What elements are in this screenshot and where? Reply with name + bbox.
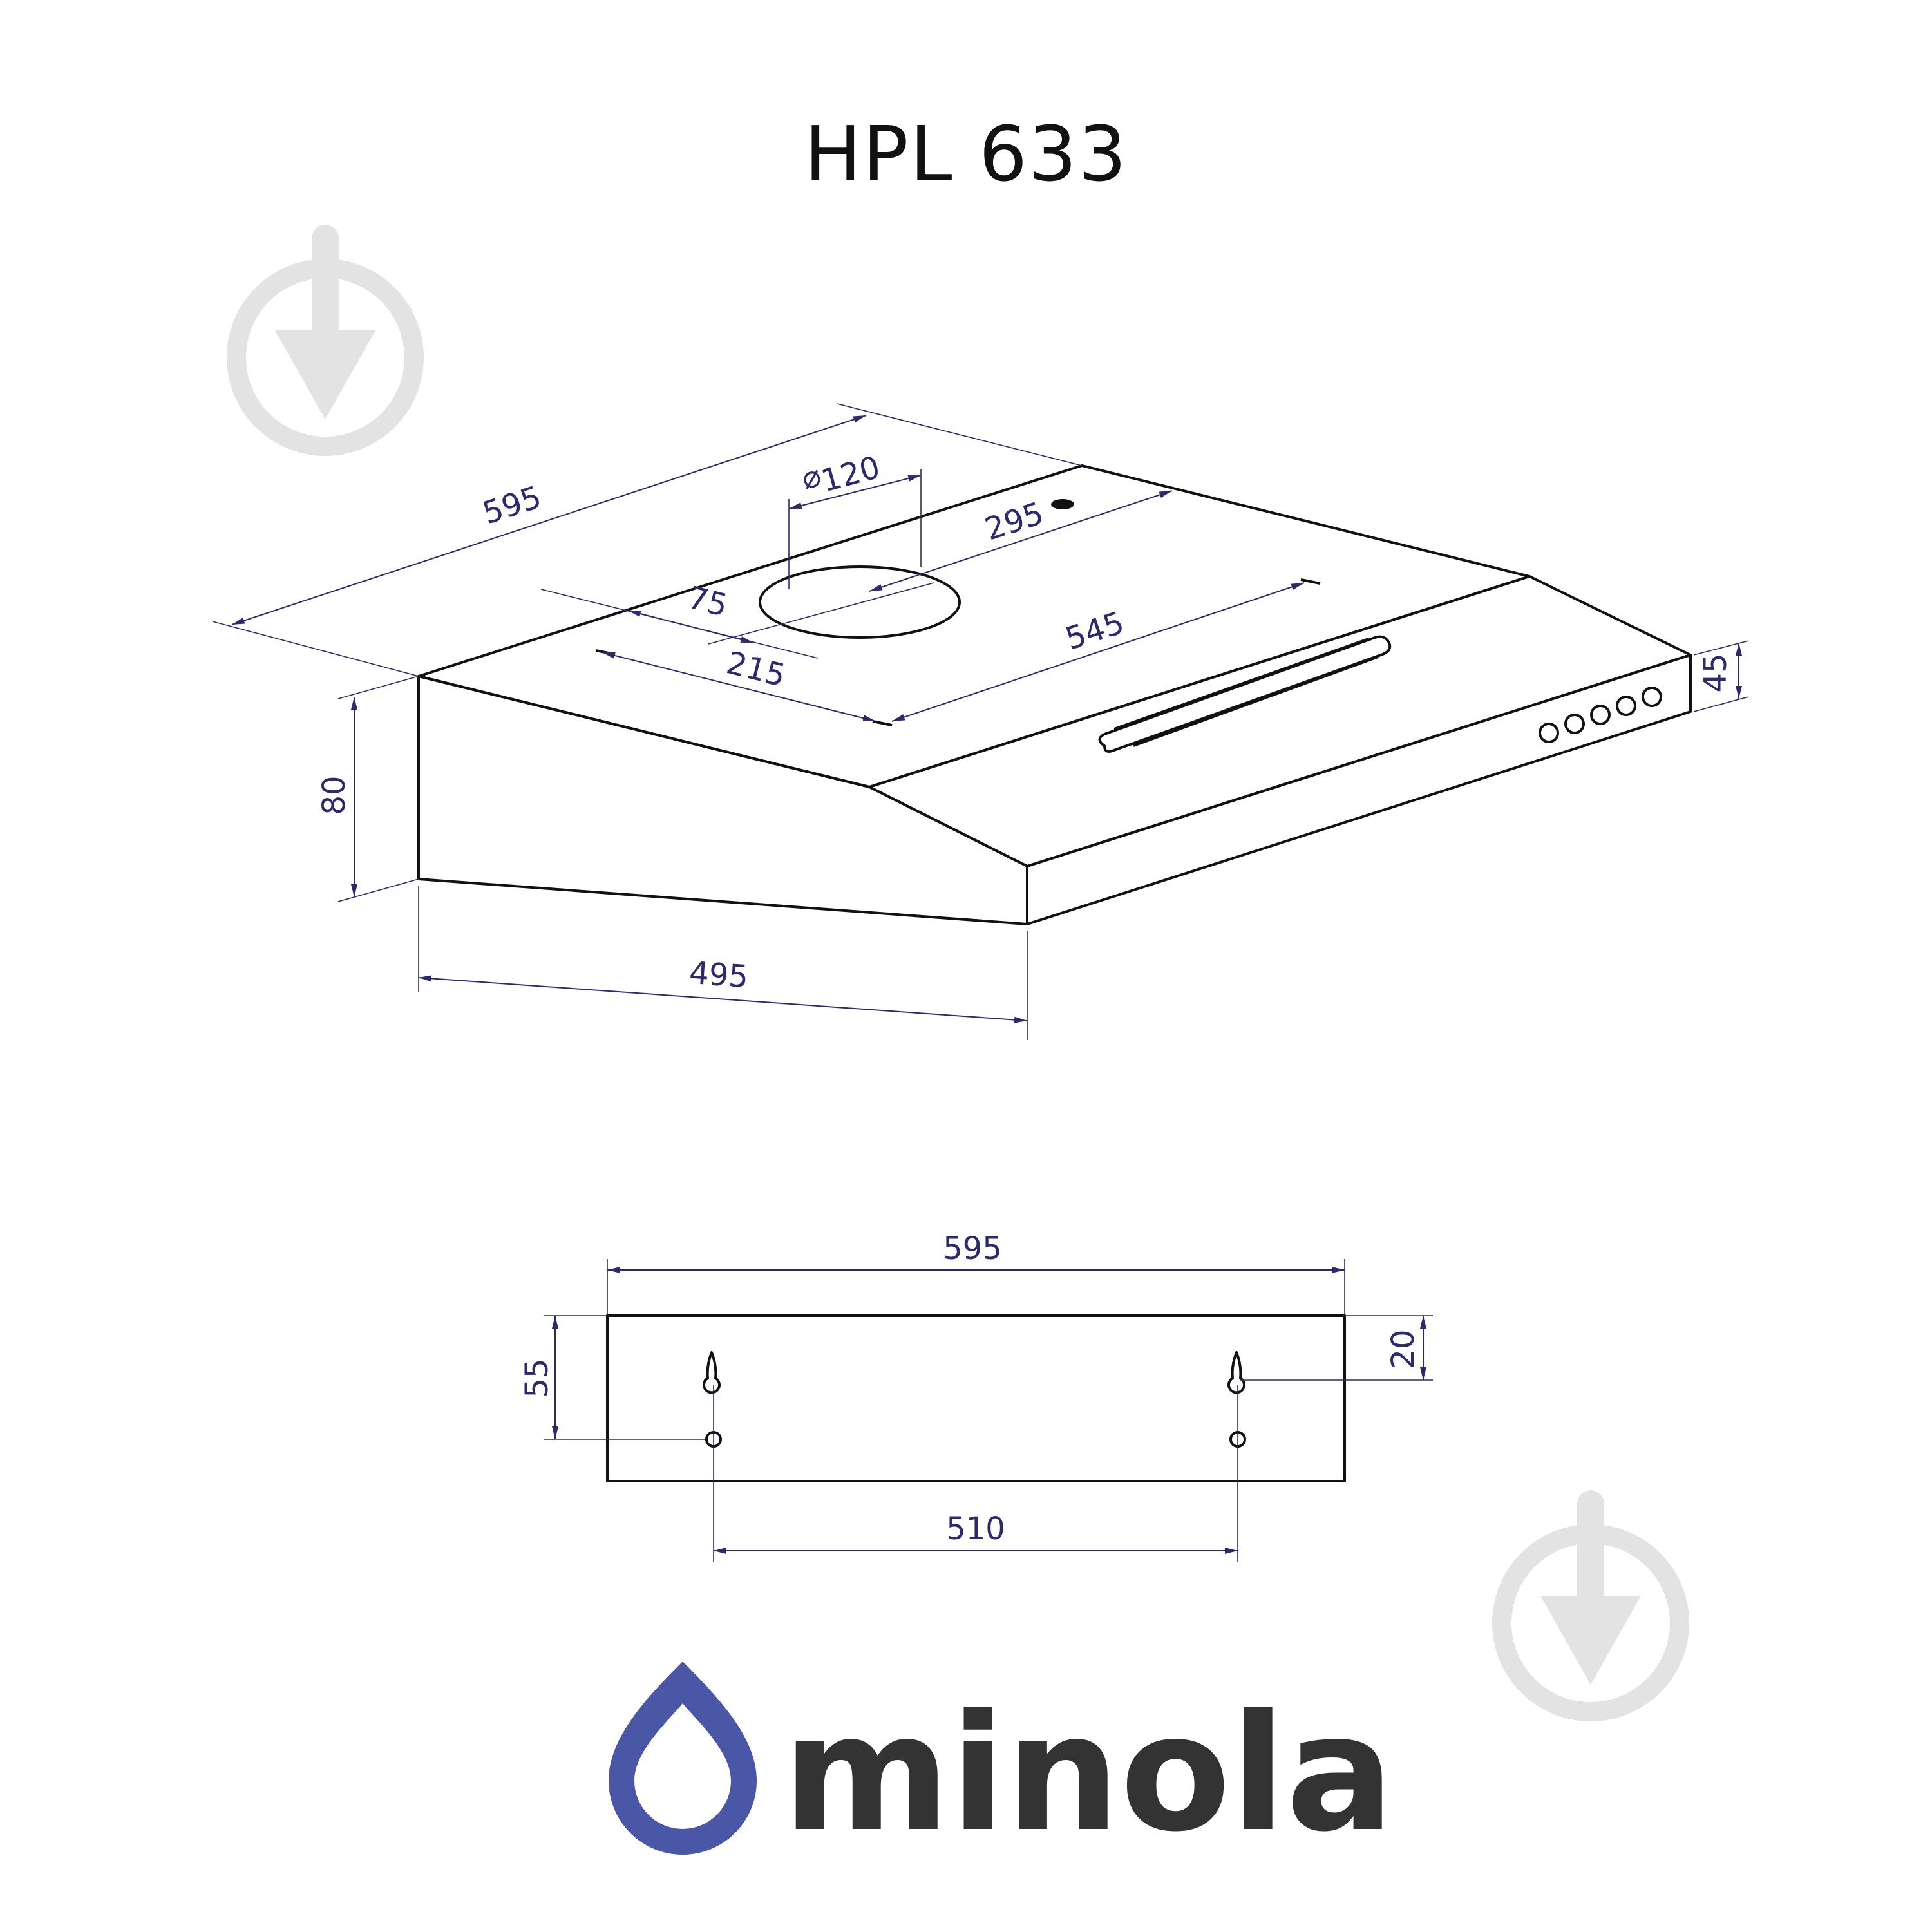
back-dim-width-595: 595 — [943, 1231, 1002, 1267]
download-icon — [227, 225, 424, 456]
duct-outlet — [759, 565, 961, 639]
dim-front-215: 215 — [723, 645, 789, 694]
brand-logo: minola — [609, 1662, 1394, 1867]
brand-name: minola — [782, 1680, 1394, 1867]
dim-mount-545: 545 — [1061, 605, 1128, 658]
back-dim-hole-55: 55 — [519, 1358, 555, 1397]
dim-depth-495: 495 — [688, 955, 749, 995]
dim-width-595: 595 — [478, 479, 545, 532]
back-dim-offset-20: 20 — [1385, 1329, 1421, 1368]
model-title: HPL 633 — [804, 109, 1128, 198]
keyhole — [1227, 1351, 1245, 1394]
hood-back-view — [606, 1314, 1346, 1482]
control-knobs — [1539, 687, 1662, 743]
dim-front-height-45: 45 — [1698, 653, 1734, 692]
grille — [1098, 635, 1392, 753]
iso-dimensions: 595 ⌀ 120 295 75 215 545 4 — [212, 403, 1749, 1040]
back-dim-span-510: 510 — [946, 1511, 1005, 1547]
download-icon — [1492, 1490, 1689, 1721]
dim-depth-75: 75 — [684, 580, 731, 624]
back-dimensions: 595 20 55 510 — [519, 1231, 1433, 1562]
dim-offset-295: 295 — [981, 495, 1048, 548]
drop-icon — [609, 1662, 757, 1855]
dim-duct-120: 120 — [817, 450, 884, 500]
keyhole — [703, 1351, 721, 1394]
hood-isometric — [417, 464, 1692, 925]
dim-back-height-80: 80 — [316, 775, 352, 815]
